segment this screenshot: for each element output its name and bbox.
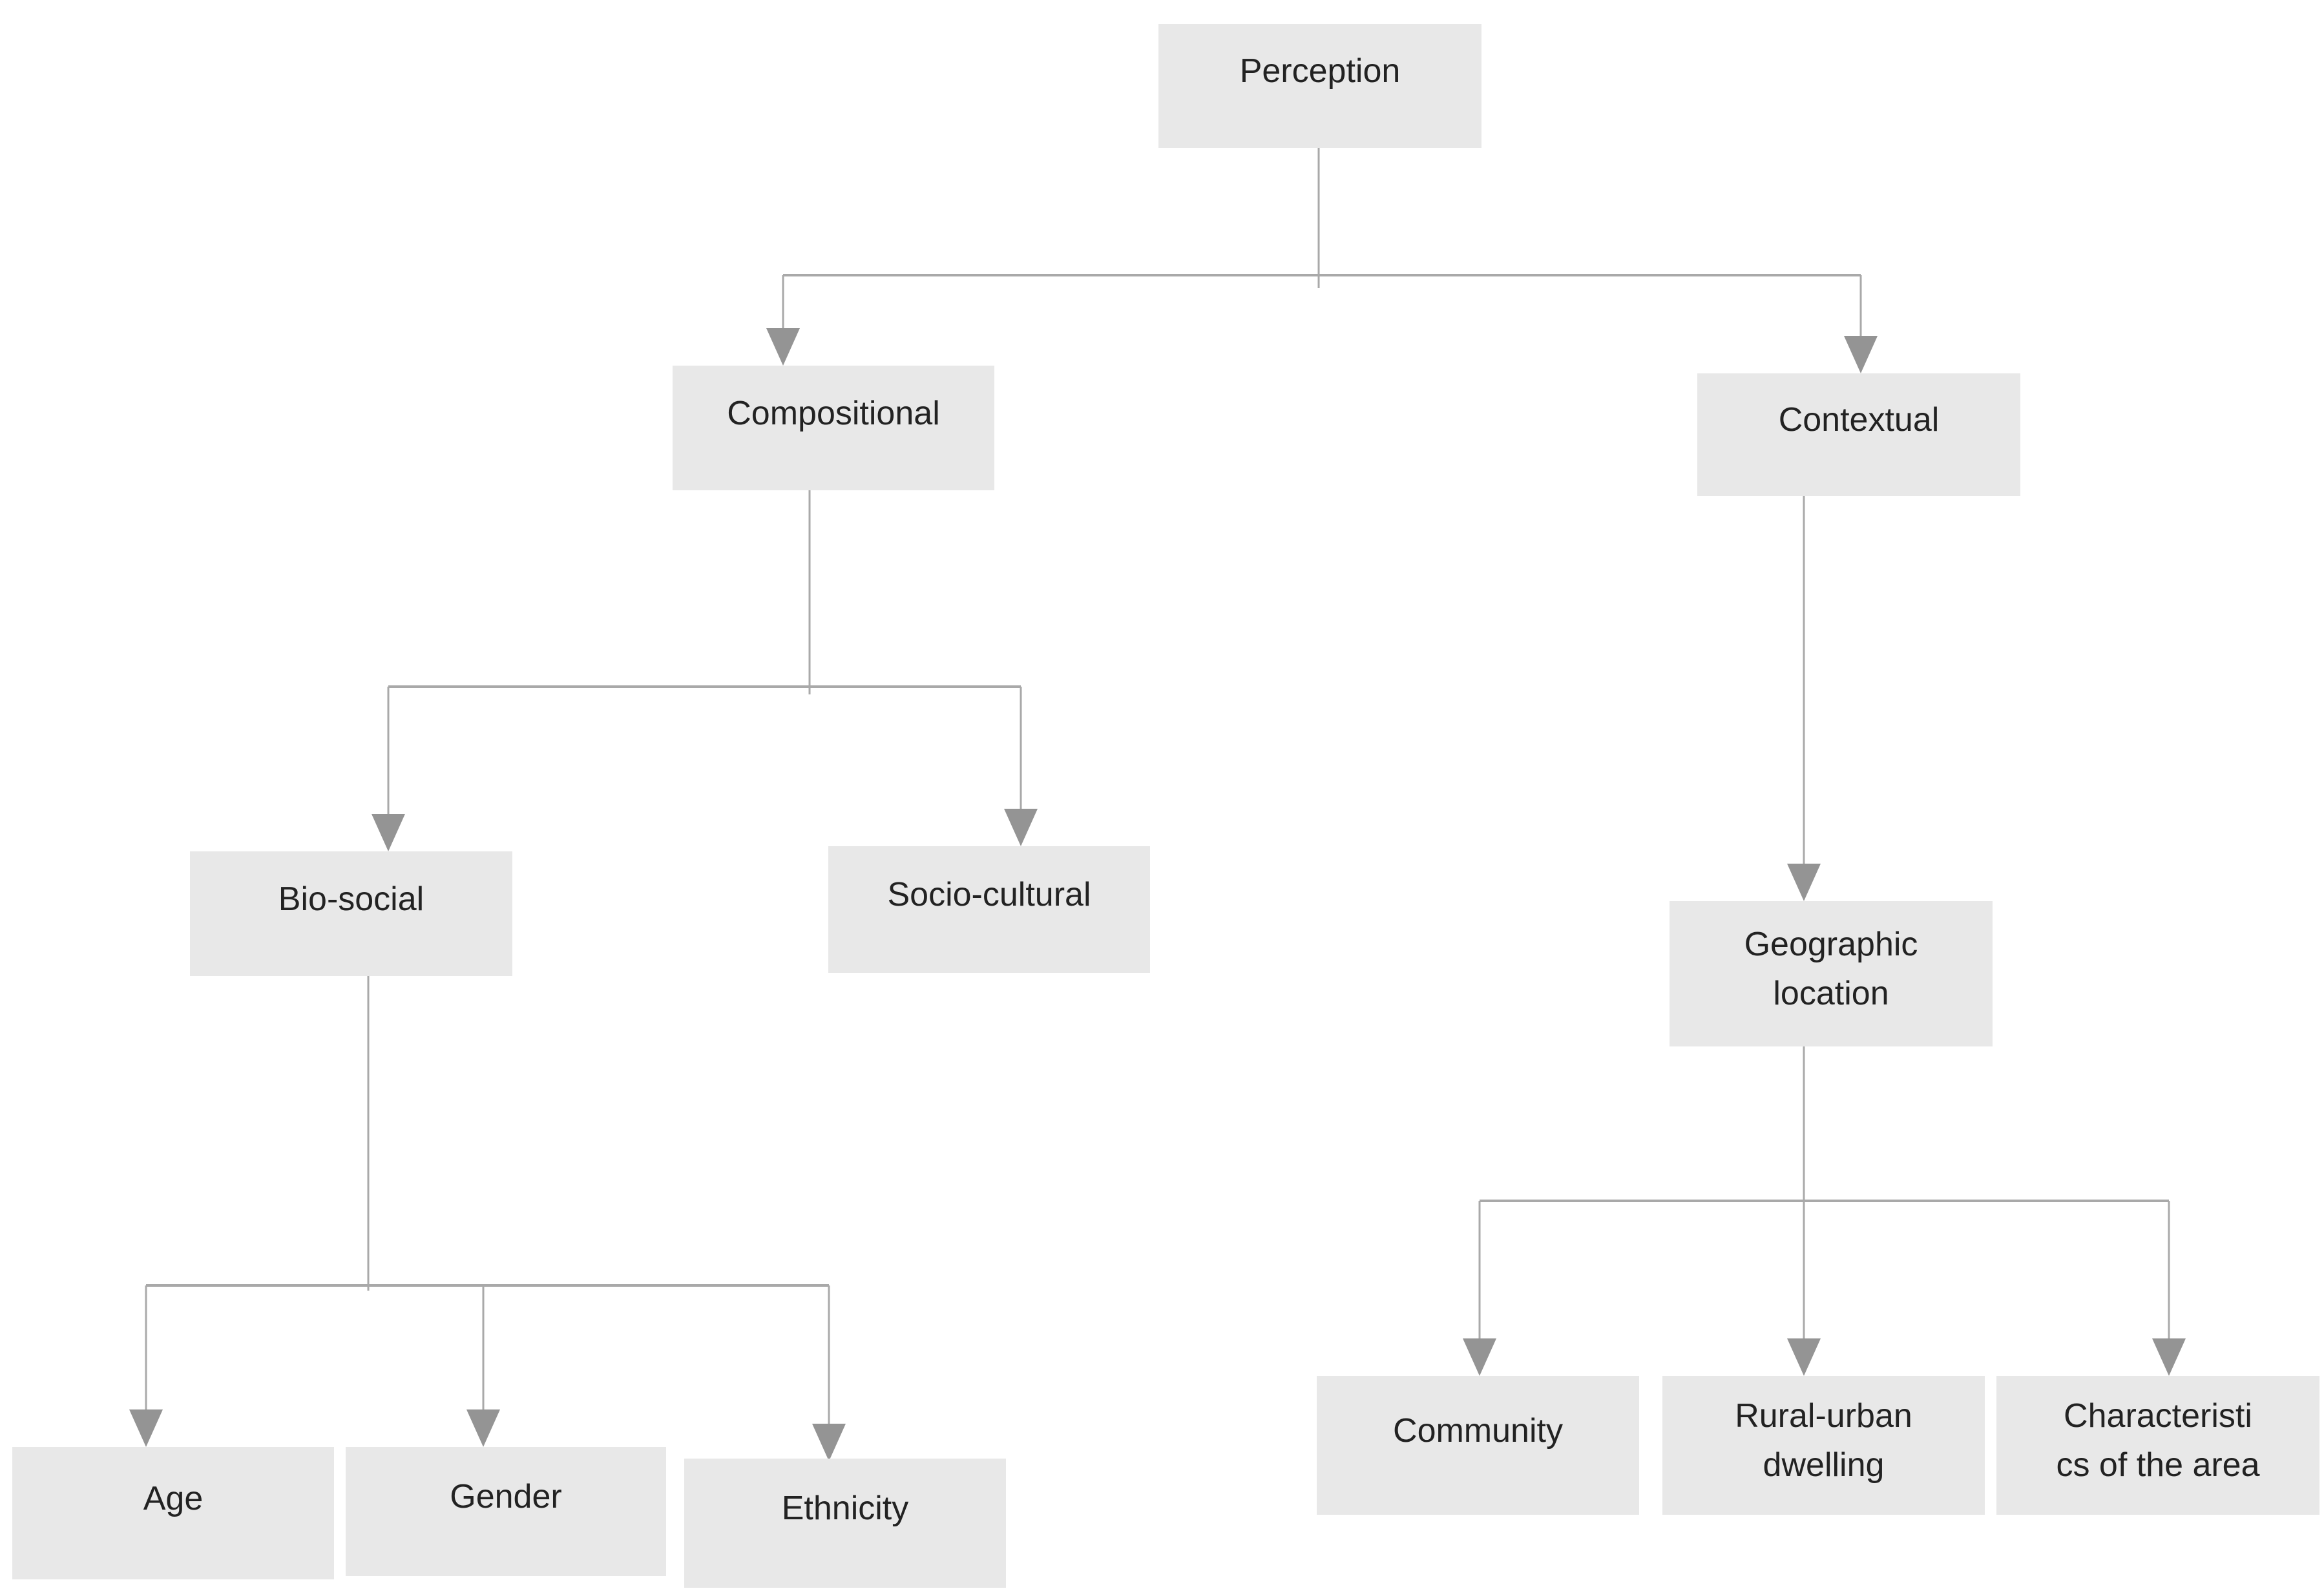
node-community-text: Community: [1393, 1411, 1563, 1450]
arrow-down-icon: [1844, 336, 1878, 373]
arrow-down-icon: [2152, 1338, 2186, 1376]
node-bio-social-label: Bio-social: [278, 875, 424, 924]
arrow-down-icon: [1463, 1338, 1496, 1376]
arrow-down-icon: [1787, 864, 1821, 901]
node-age-label: Age: [143, 1475, 204, 1523]
node-ethnicity-text: Ethnicity: [781, 1490, 909, 1528]
node-gender: Gender: [346, 1447, 666, 1576]
node-rural-urban-dwelling-text: dwelling: [1763, 1446, 1885, 1484]
arrow-down-icon: [812, 1424, 846, 1461]
node-socio-cultural-text: Socio-cultural: [887, 876, 1091, 914]
node-compositional: Compositional: [673, 366, 994, 490]
node-geographic-location-label: Geographic location: [1744, 920, 1918, 1018]
node-characteristics-of-the-area-text: cs of the area: [2056, 1446, 2260, 1484]
arrow-down-icon: [1004, 809, 1038, 846]
arrow-down-icon: [766, 328, 800, 366]
node-geographic-location-text: location: [1773, 974, 1889, 1012]
node-perception: Perception: [1158, 24, 1481, 148]
node-compositional-text: Compositional: [727, 394, 940, 432]
node-ethnicity-label: Ethnicity: [782, 1484, 909, 1533]
node-perception-text: Perception: [1239, 52, 1401, 90]
node-age-text: Age: [143, 1479, 204, 1517]
node-contextual-text: Contextual: [1778, 401, 1940, 439]
node-characteristics-of-the-area-text: Characteristi: [2064, 1397, 2252, 1435]
node-contextual-label: Contextual: [1779, 396, 1940, 444]
edge-compositional-split: [372, 490, 1038, 851]
node-gender-text: Gender: [450, 1478, 562, 1516]
node-contextual: Contextual: [1697, 373, 2020, 496]
node-socio-cultural: Socio-cultural: [828, 846, 1150, 973]
node-compositional-label: Compositional: [727, 390, 940, 438]
node-community: Community: [1317, 1376, 1639, 1515]
arrow-down-icon: [372, 814, 405, 851]
arrow-down-icon: [1787, 1338, 1821, 1376]
node-geographic-location: Geographic location: [1670, 901, 1993, 1046]
edge-geographic-split: [1463, 1046, 2186, 1376]
node-perception-label: Perception: [1240, 47, 1401, 96]
node-rural-urban-dwelling-label: Rural-urban dwelling: [1735, 1392, 1912, 1490]
node-ethnicity: Ethnicity: [684, 1459, 1006, 1588]
arrow-down-icon: [466, 1409, 500, 1447]
node-geographic-location-text: Geographic: [1744, 926, 1918, 964]
edge-contextual-geographic: [1787, 496, 1821, 901]
edge-perception-split: [766, 148, 1878, 373]
node-characteristics-of-the-area-label: Characteristi cs of the area: [2056, 1392, 2259, 1490]
node-community-label: Community: [1393, 1407, 1563, 1455]
node-age: Age: [12, 1447, 334, 1579]
node-rural-urban-dwelling-text: Rural-urban: [1735, 1397, 1912, 1435]
edge-biosocial-split: [129, 976, 846, 1461]
node-characteristics-of-the-area: Characteristi cs of the area: [1996, 1376, 2319, 1515]
node-gender-label: Gender: [450, 1473, 561, 1521]
arrow-down-icon: [129, 1409, 163, 1447]
node-rural-urban-dwelling: Rural-urban dwelling: [1662, 1376, 1985, 1515]
node-bio-social-text: Bio-social: [278, 880, 424, 918]
node-socio-cultural-label: Socio-cultural: [887, 871, 1091, 919]
node-bio-social: Bio-social: [190, 851, 512, 976]
